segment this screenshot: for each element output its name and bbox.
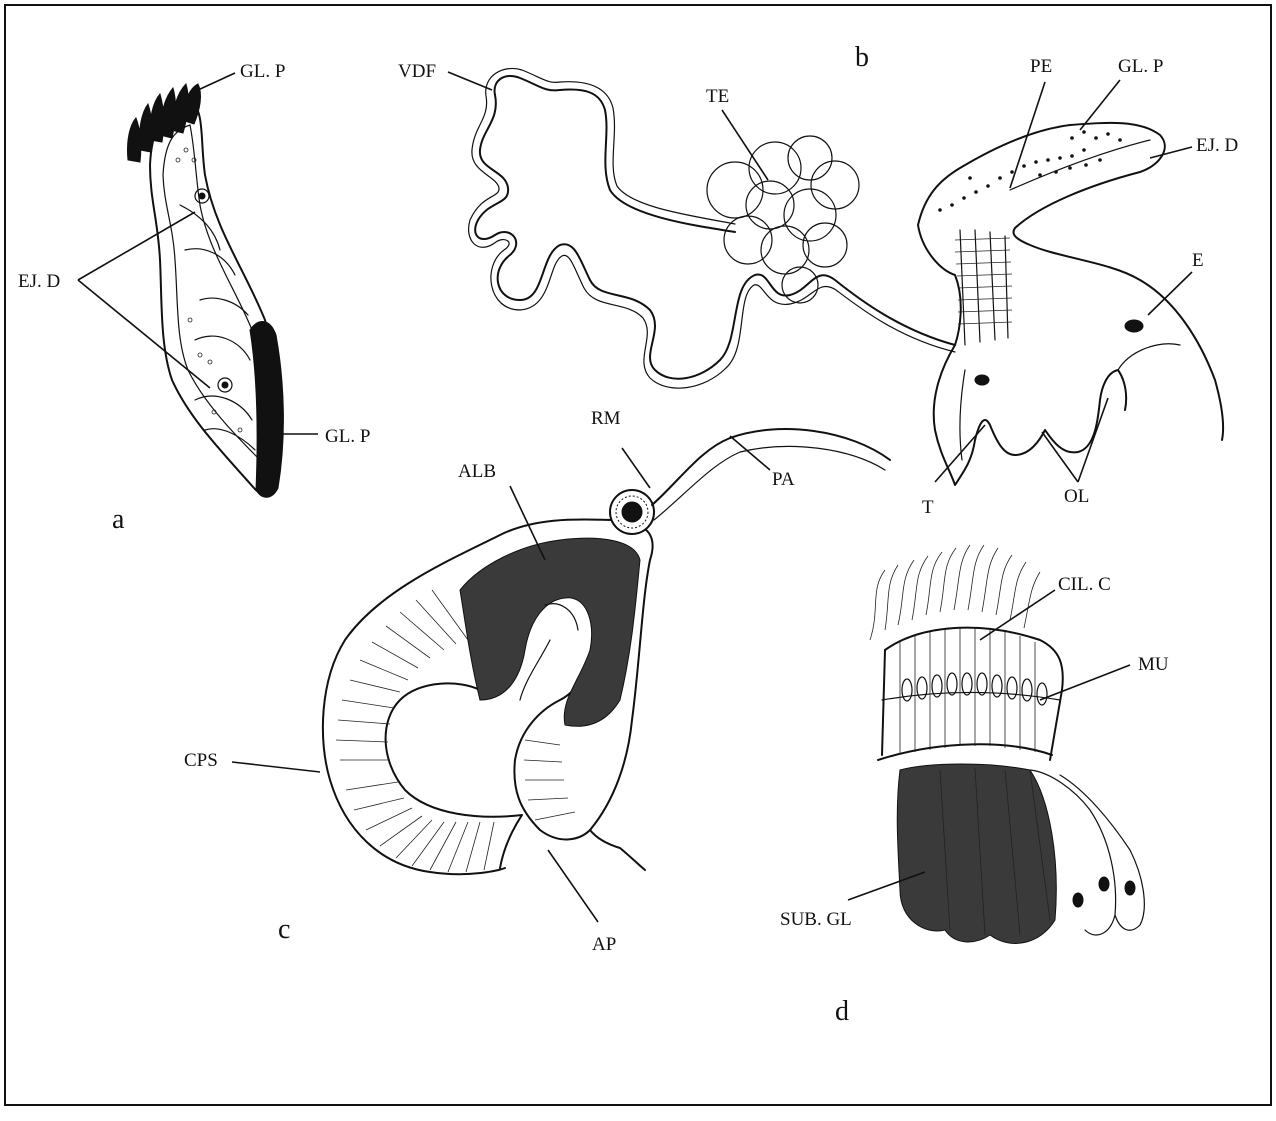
label-t: T bbox=[922, 497, 934, 518]
panel-b-drawing bbox=[469, 68, 1224, 485]
testes-cluster bbox=[707, 136, 859, 303]
panel-letter-a: a bbox=[112, 504, 125, 535]
label-ej-d-a: EJ. D bbox=[18, 271, 60, 292]
label-rm: RM bbox=[591, 408, 621, 429]
label-mu: MU bbox=[1138, 654, 1169, 675]
label-ap: AP bbox=[592, 934, 616, 955]
panel-letter-d: d bbox=[835, 996, 849, 1027]
panel-letter-b: b bbox=[855, 42, 869, 73]
label-te: TE bbox=[706, 86, 729, 107]
penis-gland-stipple bbox=[938, 130, 1122, 212]
label-gl-p-top: GL. P bbox=[240, 61, 285, 82]
gland-lower bbox=[250, 322, 283, 498]
albumen-gland-region bbox=[460, 538, 640, 726]
label-cps: CPS bbox=[184, 750, 218, 771]
label-gl-p-b: GL. P bbox=[1118, 56, 1163, 77]
panel-a-drawing bbox=[127, 84, 283, 497]
panel-c-drawing bbox=[323, 429, 890, 874]
label-vdf: VDF bbox=[398, 61, 436, 82]
label-pe: PE bbox=[1030, 56, 1052, 77]
cilia bbox=[870, 545, 1040, 640]
label-cil-c: CIL. C bbox=[1058, 574, 1111, 595]
label-ej-d-b: EJ. D bbox=[1196, 135, 1238, 156]
panel-letter-c: c bbox=[278, 914, 290, 945]
panel-d-drawing bbox=[870, 545, 1144, 943]
label-pa: PA bbox=[772, 469, 795, 490]
label-alb: ALB bbox=[458, 461, 496, 482]
label-e: E bbox=[1192, 250, 1204, 271]
label-ol: OL bbox=[1064, 486, 1089, 507]
gland-cap-top bbox=[127, 84, 200, 162]
label-sub-gl: SUB. GL bbox=[780, 909, 852, 930]
label-gl-p-lower: GL. P bbox=[325, 426, 370, 447]
